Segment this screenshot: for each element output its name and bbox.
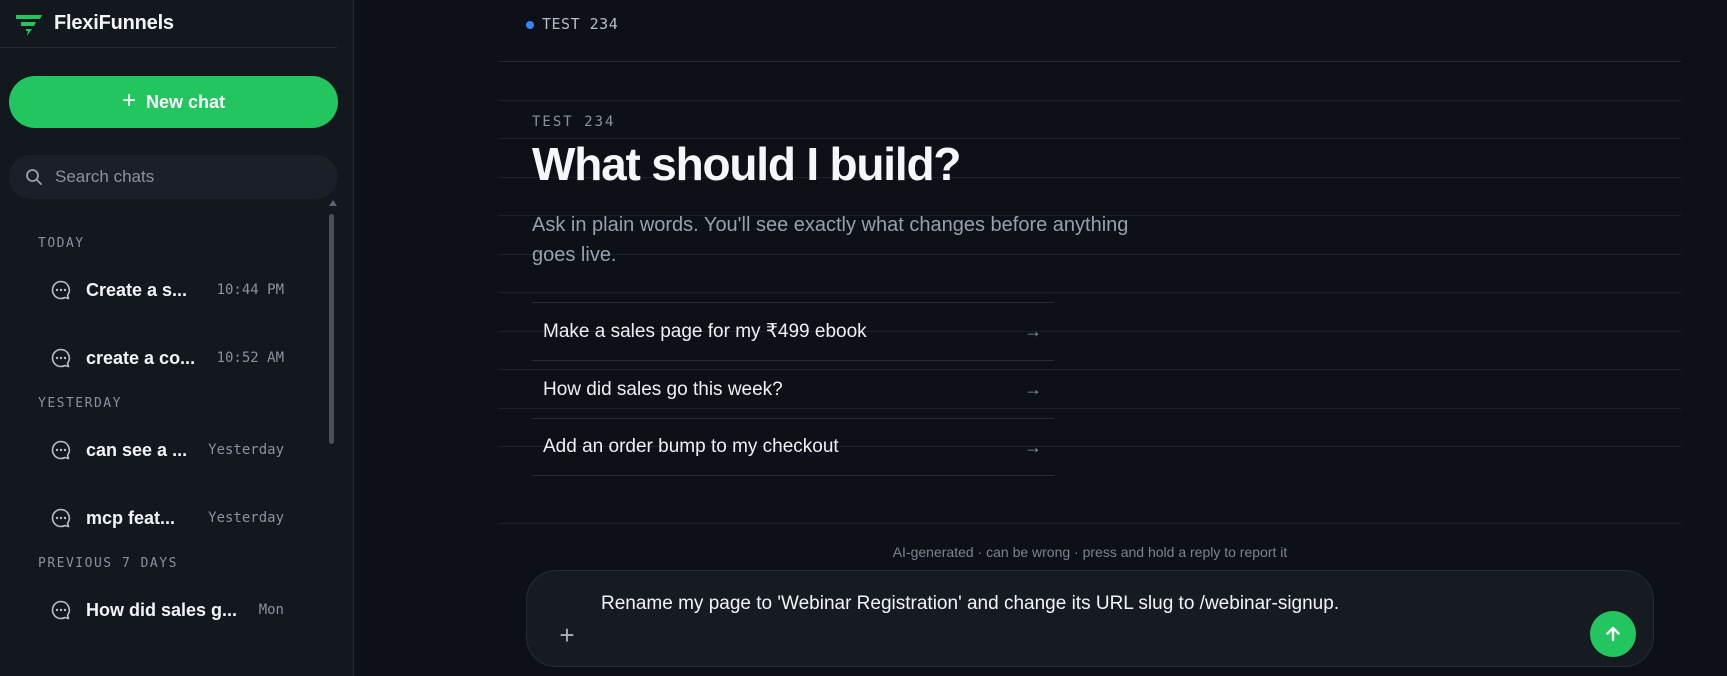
chat-history-item[interactable]: create a co... 10:52 AM	[0, 324, 320, 392]
chat-item-title: create a co...	[86, 347, 196, 368]
hero-title: What should I build?	[532, 138, 961, 190]
sidebar-scrollbar[interactable]	[329, 200, 337, 676]
brand[interactable]: FlexiFunnels	[0, 0, 337, 48]
plus-icon: +	[121, 87, 136, 114]
suggestion-item[interactable]: How did sales go this week? →	[532, 360, 1054, 418]
chat-bubble-icon	[51, 280, 71, 300]
chat-item-title: mcp feat...	[86, 507, 176, 528]
chat-history-item[interactable]: How did sales g... Mon	[0, 576, 320, 644]
suggestion-label: Make a sales page for my ₹499 ebook	[543, 321, 867, 342]
chat-item-title: How did sales g...	[86, 599, 238, 620]
chat-history-item[interactable]: can see a ... Yesterday	[0, 416, 320, 484]
main-panel: TEST 234 TEST 234 What should I build? A…	[354, 0, 1727, 676]
group-label-today: TODAY	[38, 236, 85, 251]
arrow-right-icon: →	[1024, 321, 1042, 341]
suggestion-label: Add an order bump to my checkout	[543, 436, 839, 457]
chat-item-title: can see a ...	[86, 439, 188, 460]
top-bar: TEST 234	[499, 0, 1681, 62]
chat-item-time: Yesterday	[208, 442, 284, 458]
brand-name: FlexiFunnels	[54, 12, 174, 34]
arrow-up-icon	[1606, 626, 1620, 642]
group-label-previous-7-days: PREVIOUS 7 DAYS	[38, 556, 178, 571]
new-chat-button[interactable]: + New chat	[9, 76, 338, 128]
chat-bubble-icon	[51, 348, 71, 368]
search-box[interactable]	[9, 155, 338, 199]
flexifunnels-logo-icon	[16, 14, 42, 36]
hero-eyebrow: TEST 234	[532, 114, 616, 130]
suggestion-item[interactable]: Add an order bump to my checkout →	[532, 418, 1054, 476]
suggestion-item[interactable]: Make a sales page for my ₹499 ebook →	[532, 302, 1054, 360]
group-label-yesterday: YESTERDAY	[38, 396, 122, 411]
chat-item-time: 10:44 PM	[216, 282, 284, 298]
arrow-right-icon: →	[1024, 379, 1042, 399]
chat-item-time: 10:52 AM	[216, 350, 284, 366]
suggestion-list: Make a sales page for my ₹499 ebook → Ho…	[532, 302, 1054, 476]
chat-item-time: Yesterday	[208, 510, 284, 526]
attach-plus-icon[interactable]: +	[559, 619, 575, 650]
chat-history-item[interactable]: mcp feat... Yesterday	[0, 484, 320, 552]
hero-subtitle: Ask in plain words. You'll see exactly w…	[532, 214, 1129, 266]
chat-bubble-icon	[51, 440, 71, 460]
welcome-hero: TEST 234 What should I build? Ask in pla…	[532, 114, 1232, 270]
arrow-right-icon: →	[1024, 436, 1042, 457]
message-composer[interactable]: Rename my page to 'Webinar Registration'…	[526, 570, 1654, 667]
search-icon	[26, 169, 42, 185]
ai-disclaimer: AI-generated · can be wrong · press and …	[892, 544, 1288, 560]
new-chat-label: New chat	[145, 91, 226, 112]
chat-history-item[interactable]: Create a s... 10:44 PM	[0, 256, 320, 324]
chat-item-time: Mon	[258, 602, 284, 618]
search-input[interactable]	[55, 167, 322, 187]
chat-bubble-icon	[51, 600, 71, 620]
chat-bubble-icon	[51, 508, 71, 528]
send-button[interactable]	[1590, 611, 1636, 657]
sidebar: FlexiFunnels + New chat TODAY	[0, 0, 354, 676]
scroll-up-arrow-icon[interactable]	[329, 200, 337, 206]
chat-item-title: Create a s...	[86, 279, 188, 300]
project-status-dot	[526, 21, 534, 29]
message-input[interactable]: Rename my page to 'Webinar Registration'…	[601, 593, 1340, 614]
project-name: TEST 234	[542, 15, 619, 33]
suggestion-label: How did sales go this week?	[543, 378, 783, 400]
scrollbar-thumb[interactable]	[329, 214, 334, 444]
chat-history-list: TODAY Create a s... 10:44 PM create a co…	[0, 232, 320, 644]
